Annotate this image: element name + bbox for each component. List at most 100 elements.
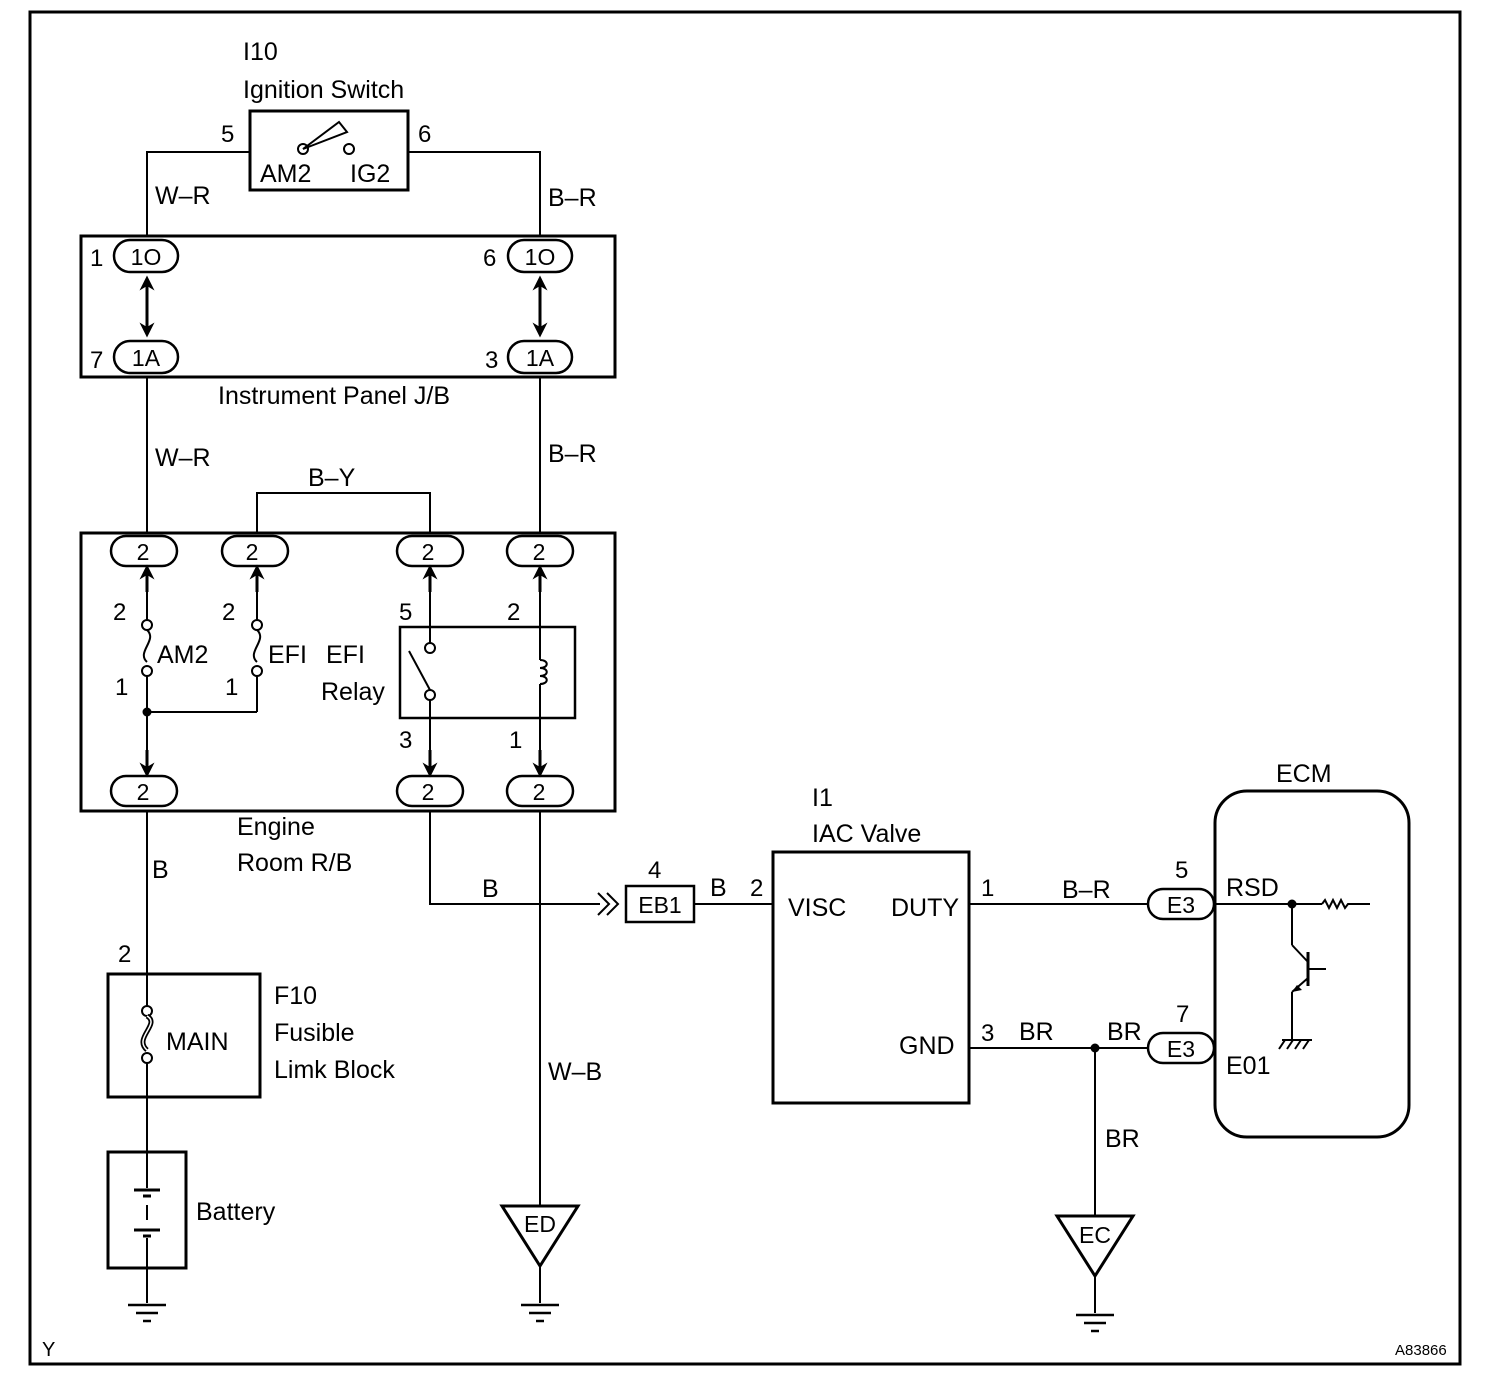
fusible-link-id: F10 (274, 982, 317, 1010)
jb-conn-1a-left (112, 339, 180, 375)
iac-term-visc: VISC (788, 894, 846, 922)
am2-fuse-icon (142, 629, 152, 663)
wire-label-br-e3: BR (1107, 1018, 1142, 1046)
connector-chevron-icon (597, 892, 620, 916)
fusible-link-name-1: Fusible (274, 1019, 355, 1047)
jb-conn-1a-right (506, 339, 574, 375)
efi-pin-1: 1 (225, 674, 238, 701)
wire-label-br-duty: B–R (1062, 876, 1111, 904)
relay-pin-2: 2 (507, 599, 520, 626)
am2-fuse-terminal-top (141, 619, 153, 631)
ecm-term-e01: E01 (1226, 1052, 1270, 1080)
ecm-term-rsd: RSD (1226, 874, 1279, 902)
ecm-transistor-collector (1291, 944, 1309, 963)
iac-pin-2: 2 (750, 875, 763, 902)
ground-ec-icon (1054, 1214, 1136, 1279)
ignition-term-am2: AM2 (260, 160, 311, 188)
am2-pin-2: 2 (113, 599, 126, 626)
wire-label-br-top: B–R (548, 184, 597, 212)
ecm-chassis-ground-hatch (1278, 1039, 1310, 1050)
ground-ed: ED (499, 1204, 581, 1323)
efi-relay-box (398, 625, 577, 720)
relay-switch-icon (408, 650, 431, 691)
iac-pin-3: 3 (981, 1020, 994, 1047)
jb-conn-1o-right (506, 238, 574, 274)
ecm-label: ECM (1276, 760, 1332, 788)
wire-label-wr-mid: W–R (155, 444, 211, 472)
jb-pin-3: 3 (485, 347, 498, 374)
battery-label: Battery (196, 1198, 276, 1226)
ignition-switch-id: I10 (243, 38, 278, 66)
instrument-panel-jb-box (79, 234, 617, 379)
instrument-panel-jb: 1O 1O 1A 1A 1 6 7 3 Instrument Panel J/B (79, 234, 617, 410)
wire-label-b-eb1: B (482, 875, 499, 903)
ground-ec-label: EC (1079, 1222, 1111, 1248)
efi-fuse-terminal-bottom (251, 665, 263, 677)
relay-coil-icon (539, 659, 548, 685)
fusible-link-name-2: Limk Block (274, 1056, 395, 1084)
relay-pin-1: 1 (509, 727, 522, 754)
rb-conn-bottom-2-label: 2 (422, 779, 435, 805)
iac-term-duty: DUTY (891, 894, 959, 922)
rb-conn-top-3-label: 2 (422, 539, 435, 565)
ignition-switch: I10 Ignition Switch AM2 IG2 5 6 (221, 38, 431, 192)
iac-valve-box (771, 850, 971, 1105)
fusible-link-box (106, 972, 262, 1099)
wire-label-wb: W–B (548, 1058, 602, 1086)
fusible-link-terminal-bottom (141, 1052, 153, 1064)
rb-conn-top-1-label: 2 (137, 539, 150, 565)
rb-conn-bottom-1-label: 2 (137, 779, 150, 805)
iac-term-gnd: GND (899, 1032, 955, 1060)
ecm-conn-e3-bottom (1146, 1031, 1216, 1065)
rb-conn-top-2-label: 2 (246, 539, 259, 565)
efi-fuse-terminal-top (251, 619, 263, 631)
rb-conn-top-4-label: 2 (533, 539, 546, 565)
jb-pin-1: 1 (90, 245, 103, 272)
battery: Battery (106, 1097, 276, 1323)
engine-room-rb-label-1: Engine (237, 813, 315, 841)
am2-pin-1: 1 (115, 674, 128, 701)
wire-label-b-visc: B (710, 874, 727, 902)
switch-blade-icon (302, 120, 349, 150)
ecm-conn-e3-bottom-label: E3 (1167, 1036, 1195, 1062)
fusible-link-terminal-top (141, 1005, 153, 1017)
engine-room-rb-box (79, 531, 617, 813)
ecm-conn-e3-top-label: E3 (1167, 892, 1195, 918)
ignition-switch-name: Ignition Switch (243, 76, 404, 104)
diagram-frame (28, 10, 1462, 1366)
ecm-pin-5: 5 (1175, 857, 1188, 884)
efi-pin-2: 2 (222, 599, 235, 626)
efi-relay-switch-contact-bottom (424, 689, 436, 701)
wire-wr-top (146, 151, 250, 236)
fusible-link-pin-2: 2 (118, 941, 131, 968)
ignition-pin-5: 5 (221, 121, 234, 148)
relay-pin-5: 5 (399, 599, 412, 626)
ignition-switch-box (248, 109, 410, 192)
fusible-link-block: 2 MAIN F10 Fusible Limk Block (106, 941, 395, 1099)
ground-ec: EC (1054, 1214, 1136, 1333)
relay-pin-3: 3 (399, 727, 412, 754)
wire-b-eb1 (429, 811, 600, 905)
iac-pin-1: 1 (981, 875, 994, 902)
ecm-pin-7: 7 (1176, 1001, 1189, 1028)
efi-relay-label-2: Relay (321, 678, 385, 706)
wire-label-wr-top: W–R (155, 182, 211, 210)
efi-fuse-label: EFI (268, 641, 307, 669)
efi-relay-label-1: EFI (326, 641, 365, 669)
eb1-pin-4: 4 (648, 857, 661, 884)
iac-valve-id: I1 (812, 784, 833, 812)
eb1-label: EB1 (638, 892, 681, 918)
efi-fuse-icon (252, 629, 262, 663)
iac-valve-name: IAC Valve (812, 820, 921, 848)
engine-room-rb-label-2: Room R/B (237, 849, 352, 877)
jb-conn-1a-left-label: 1A (132, 345, 161, 371)
wire-by (256, 492, 431, 533)
ground-ed-label: ED (524, 1211, 556, 1237)
resistor-icon (1321, 897, 1370, 911)
wire-label-br-ec: BR (1105, 1125, 1140, 1153)
ig2-contact (343, 143, 355, 155)
fusible-link-icon-highlight (142, 1015, 152, 1051)
junction-dot (142, 707, 152, 717)
jb-conn-1o-right-label: 1O (525, 244, 556, 270)
iac-valve: I1 IAC Valve VISC DUTY GND 2 1 3 (750, 784, 994, 1105)
